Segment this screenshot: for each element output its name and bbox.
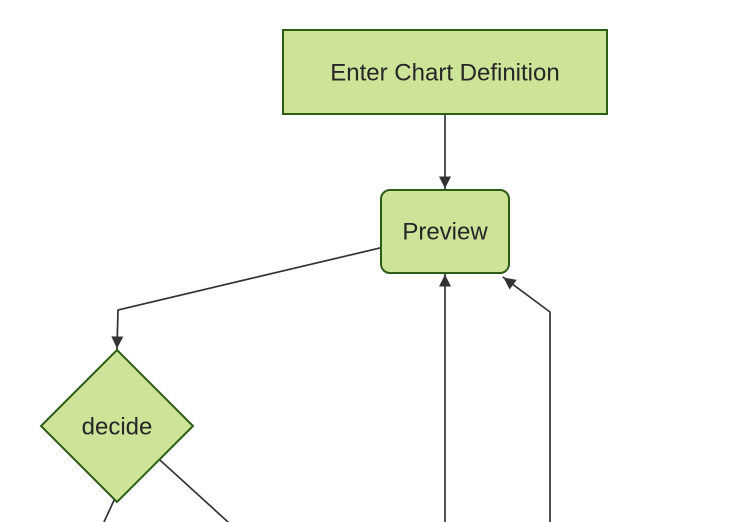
edge-layer <box>103 109 551 522</box>
node-decide: decide <box>39 348 195 504</box>
node-enter-chart-definition: Enter Chart Definition <box>282 29 608 115</box>
edge-decide-to-offscreen-right <box>148 449 230 522</box>
edge-offscreen-to-preview-corner <box>502 276 551 522</box>
decide-diamond <box>39 348 195 504</box>
enter-chart-definition-label: Enter Chart Definition <box>330 60 559 87</box>
node-preview: Preview <box>380 189 510 274</box>
preview-box <box>380 189 510 274</box>
enter-chart-definition-box <box>282 29 608 115</box>
decide-label: decide <box>82 414 153 441</box>
edge-preview-to-decide <box>111 245 386 350</box>
preview-label: Preview <box>402 219 488 246</box>
